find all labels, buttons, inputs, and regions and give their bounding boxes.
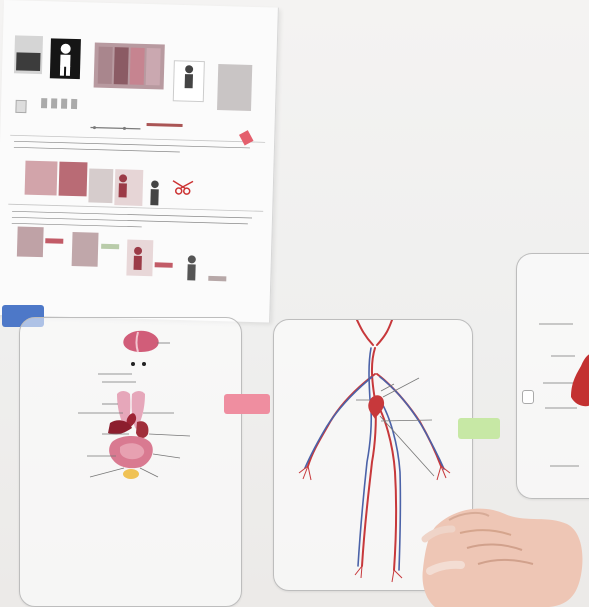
instruction-sheet: [0, 0, 279, 323]
circulatory-tag: [458, 418, 500, 439]
instruction-sheet-drawing: [0, 0, 278, 323]
scissors-icon: [173, 181, 193, 195]
glue-icon: [239, 130, 254, 146]
hand-drawing: [421, 495, 589, 607]
muscles-diagram: [517, 254, 589, 498]
organs-diagram: [20, 318, 241, 606]
hand: [421, 495, 589, 607]
small-card-icon: [522, 390, 534, 404]
organs-tag: [224, 394, 270, 414]
muscles-card[interactable]: [516, 253, 589, 499]
brain-icon: [123, 331, 158, 352]
organs-card[interactable]: [19, 317, 242, 607]
